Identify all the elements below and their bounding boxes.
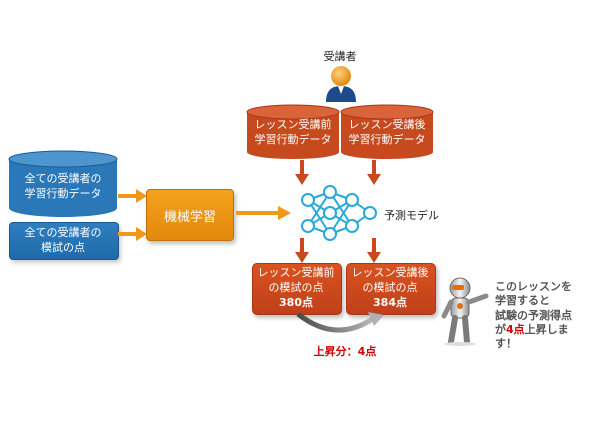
prediction-after-label: レッスン受講後 の模試の点	[351, 266, 429, 294]
before-data-cylinder	[246, 104, 340, 159]
machine-learning-label: 機械学習	[163, 209, 216, 225]
arrows-model-to-predictions	[295, 238, 381, 263]
arrow-ml-to-model	[236, 206, 291, 220]
before-data-label: レッスン受講前 学習行動データ	[254, 118, 332, 146]
prediction-before-label: レッスン受講前 の模試の点	[257, 266, 335, 294]
all-learners-behavior-cylinder	[8, 150, 118, 217]
machine-learning-box: 機械学習	[146, 189, 234, 241]
after-data-cylinder	[340, 104, 434, 159]
gain-label: 上昇分：4点	[313, 345, 377, 358]
robot-message: このレッスンを 学習すると 試験の予測得点 が4点上昇しま す！	[495, 280, 587, 351]
prediction-before-box	[252, 263, 342, 315]
robot-icon	[441, 277, 489, 346]
robot-message-line4-post: 上昇しま	[524, 322, 569, 336]
model-label: 予測モデル	[384, 209, 439, 222]
arrows-to-ml	[118, 189, 147, 241]
robot-message-line5: す！	[495, 337, 517, 351]
robot-message-highlight: 4点	[506, 322, 525, 336]
prediction-after-score: 384点	[373, 296, 407, 309]
neural-network-icon	[301, 185, 377, 241]
robot-message-line4: が4点上昇しま	[495, 323, 587, 337]
learner-label: 受講者	[323, 50, 357, 63]
after-data-label: レッスン受講後 学習行動データ	[348, 118, 426, 146]
robot-message-line2: 学習すると	[495, 294, 550, 308]
robot-message-line1: このレッスンを	[495, 280, 572, 293]
prediction-before-score: 380点	[279, 296, 313, 309]
arrows-data-to-model	[295, 160, 381, 185]
robot-message-line3: 試験の予測得点	[495, 308, 572, 322]
person-icon	[326, 66, 356, 102]
all-learners-behavior-label: 全ての受講者の 学習行動データ	[24, 172, 102, 200]
curved-arrow	[296, 312, 384, 333]
robot-message-line4-pre: が	[495, 322, 506, 336]
all-learners-scores-box	[9, 222, 119, 260]
all-learners-scores-label: 全ての受講者の 模試の点	[24, 226, 102, 254]
prediction-after-box	[346, 263, 436, 315]
